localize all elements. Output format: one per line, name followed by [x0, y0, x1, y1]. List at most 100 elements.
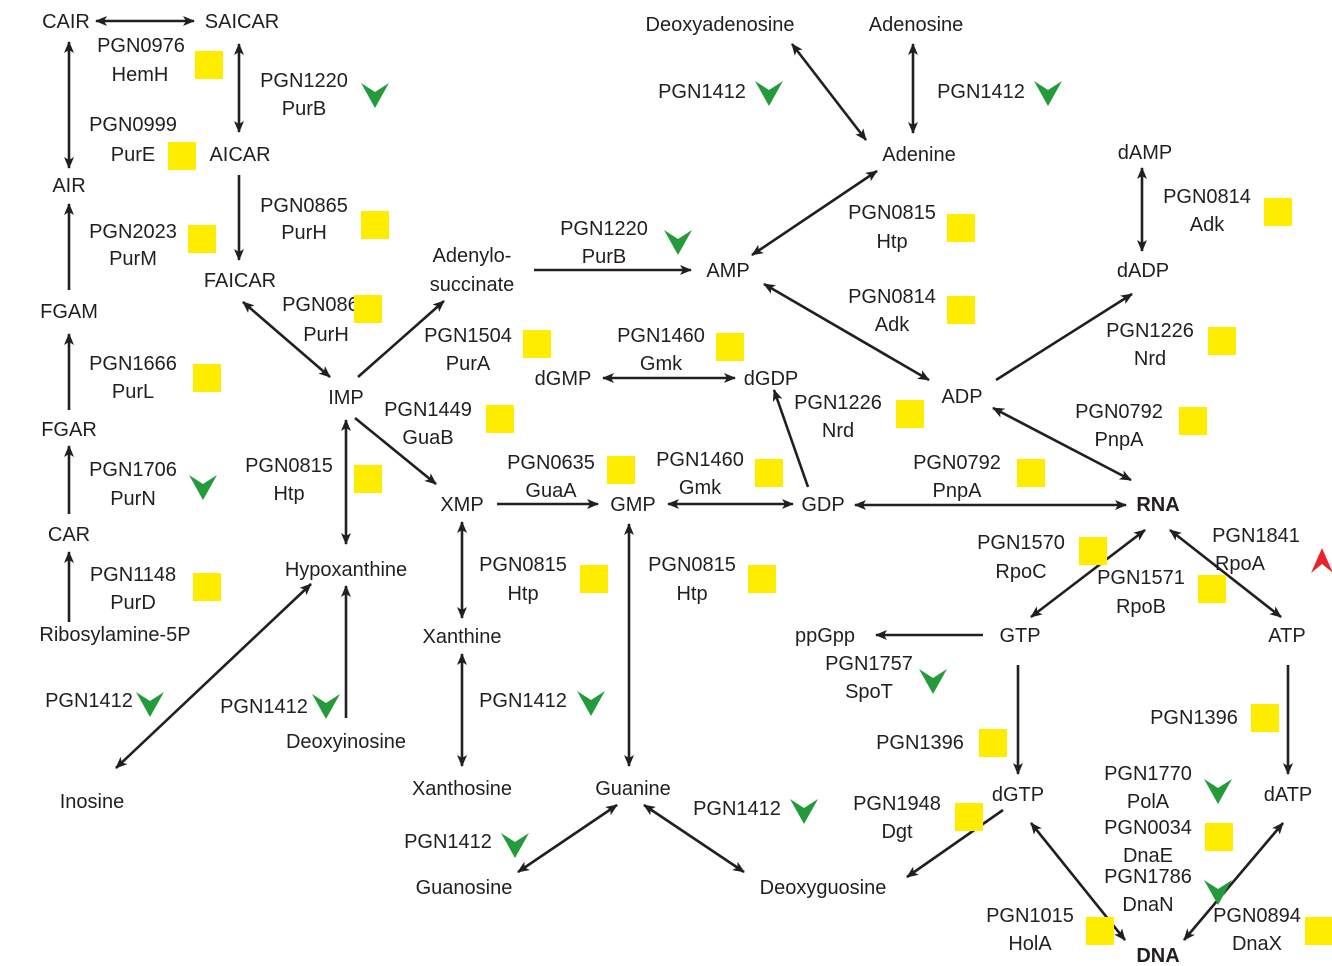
marker-square-pgn1570: [1079, 537, 1107, 565]
metabolite-dgdp: dGDP: [744, 368, 798, 390]
edge-gdp-dgdp: [772, 389, 810, 488]
marker-square-pgn1948: [955, 803, 983, 831]
gene-label-pgn0999: PGN0999: [89, 114, 177, 136]
gene-label-pgn1226-dgdp: PGN1226: [794, 392, 882, 414]
gene-label-hemh: HemH: [112, 64, 169, 86]
gene-label-pgn1015: PGN1015: [986, 905, 1074, 927]
metabolite-inosine: Inosine: [60, 791, 125, 813]
marker-down-arrow-pgn1220: [664, 230, 692, 255]
gene-label-pnpa-adp: PnpA: [1095, 429, 1145, 451]
gene-label-pgn1412-deoxyadenosine: PGN1412: [658, 81, 746, 103]
marker-square-pgn1396: [1251, 704, 1279, 732]
gene-label-pgn1226-adp: PGN1226: [1106, 320, 1194, 342]
metabolite-xmp: XMP: [440, 494, 483, 516]
edge-faicar-imp: [242, 301, 331, 378]
gene-label-pgn0976: PGN0976: [97, 35, 185, 57]
marker-down-arrow-pgn1412: [577, 691, 605, 716]
gene-label-purm: PurM: [109, 248, 157, 270]
gene-label-pgn1666: PGN1666: [89, 353, 177, 375]
metabolite-amp: AMP: [706, 260, 749, 282]
marker-square-pgn0815: [947, 214, 975, 242]
metabolite-deoxyadenosine: Deoxyadenosine: [646, 14, 795, 36]
marker-square-pgn0815: [354, 465, 382, 493]
metabolite-dna: DNA: [1136, 945, 1179, 966]
gene-label-purn: PurN: [110, 488, 156, 510]
marker-square-pgn0635: [607, 456, 635, 484]
metabolite-ppgpp: ppGpp: [795, 625, 855, 647]
marker-square-pgn0815: [748, 565, 776, 593]
marker-square-pgn0034: [1205, 823, 1233, 851]
metabolite-atp: ATP: [1268, 625, 1305, 647]
marker-square-pgn1148: [193, 573, 221, 601]
edge-inosine-hypoxanthine: [115, 583, 312, 769]
marker-down-arrow-pgn1220: [361, 83, 389, 108]
gene-label-pgn1504: PGN1504: [424, 325, 512, 347]
gene-label-pure: PurE: [111, 144, 155, 166]
gene-label-spot: SpoT: [845, 681, 893, 703]
metabolite-gtp: GTP: [999, 625, 1040, 647]
gene-label-pgn1412-inosine: PGN1412: [45, 690, 133, 712]
marker-down-arrow-pgn1412: [790, 799, 818, 824]
marker-down-arrow-pgn1757: [919, 669, 947, 694]
gene-label-pgn2023: PGN2023: [89, 221, 177, 243]
edge-dna-datp: [1183, 822, 1284, 941]
gene-label-rpoc: RpoC: [995, 561, 1046, 583]
gene-label-gmk-gmp: Gmk: [679, 477, 722, 499]
metabolite-guanosine: Guanosine: [416, 877, 513, 899]
edge-dgtp-deoxyguosine: [906, 808, 1004, 879]
metabolite-adenylosuccinate-line2: succinate: [430, 274, 515, 296]
edge-amp-adp: [763, 282, 930, 382]
gene-label-purd: PurD: [110, 592, 156, 614]
marker-square-pgn0814: [947, 296, 975, 324]
metabolite-dadp: dADP: [1117, 260, 1169, 282]
gene-label-pgn1460-dgmp: PGN1460: [617, 325, 705, 347]
metabolite-deoxyinosine: Deoxyinosine: [286, 731, 406, 753]
gene-label-pgn0815-adenine: PGN0815: [848, 202, 936, 224]
gene-label-htp-adenine: Htp: [876, 231, 907, 253]
metabolite-air: AIR: [52, 175, 85, 197]
gene-label-pgn0814-adp: PGN0814: [848, 286, 936, 308]
gene-label-purh-upper: PurH: [281, 222, 327, 244]
gene-label-purh-lower: PurH: [303, 324, 349, 346]
gene-labels: PGN0976 HemH PGN1220 PurB PGN0999 PurE P…: [45, 35, 1301, 955]
marker-square-pgn1504: [523, 330, 551, 358]
gene-label-htp-guanine: Htp: [676, 583, 707, 605]
marker-square-pgn1226: [896, 400, 924, 428]
marker-square-pgn1460: [755, 459, 783, 487]
gene-label-pgn1412-guanosine: PGN1412: [404, 831, 492, 853]
marker-square-pgn0814: [1264, 198, 1292, 226]
marker-square-pgn0894: [1305, 917, 1332, 945]
marker-square-pgn1396: [979, 729, 1007, 757]
gene-label-pgn1571: PGN1571: [1097, 567, 1185, 589]
marker-square-pgn0865: [354, 295, 382, 323]
marker-square-pgn1666: [193, 364, 221, 392]
expression-markers: [136, 51, 1332, 945]
marker-up-arrow-pgn1841: [1311, 548, 1332, 573]
gene-label-gmk-dgmp: Gmk: [640, 353, 683, 375]
edge-deoxyadenosine-adenine: [790, 43, 868, 141]
gene-label-pgn1220-purb-left: PGN1220: [260, 70, 348, 92]
gene-label-pgn1841: PGN1841: [1212, 525, 1300, 547]
gene-label-htp-imp: Htp: [273, 483, 304, 505]
gene-label-pgn0815-xanthine: PGN0815: [479, 554, 567, 576]
metabolite-gdp: GDP: [801, 494, 844, 516]
marker-down-arrow-pgn1706: [189, 475, 217, 500]
metabolite-ribosylamine-5p: Ribosylamine-5P: [39, 624, 190, 646]
edge-rna-gtp: [1030, 528, 1146, 619]
gene-label-guab: GuaB: [402, 427, 453, 449]
gene-label-pgn0894: PGN0894: [1213, 905, 1301, 927]
marker-square-pgn1460: [716, 333, 744, 361]
gene-label-hola: HolA: [1008, 933, 1052, 955]
marker-down-arrow-pgn1770: [1204, 779, 1232, 804]
gene-label-pgn1948: PGN1948: [853, 793, 941, 815]
gene-label-pgn1570: PGN1570: [977, 532, 1065, 554]
metabolite-aicar: AICAR: [209, 144, 270, 166]
metabolite-cair: CAIR: [42, 11, 90, 33]
gene-label-rpob: RpoB: [1116, 596, 1166, 618]
marker-square-pgn0999: [168, 142, 196, 170]
edge-rna-atp: [1169, 528, 1282, 619]
metabolite-adenine: Adenine: [882, 144, 955, 166]
gene-label-pgn1786: PGN1786: [1104, 866, 1192, 888]
gene-label-dnan: DnaN: [1122, 894, 1173, 916]
marker-down-arrow-pgn1412: [136, 692, 164, 717]
